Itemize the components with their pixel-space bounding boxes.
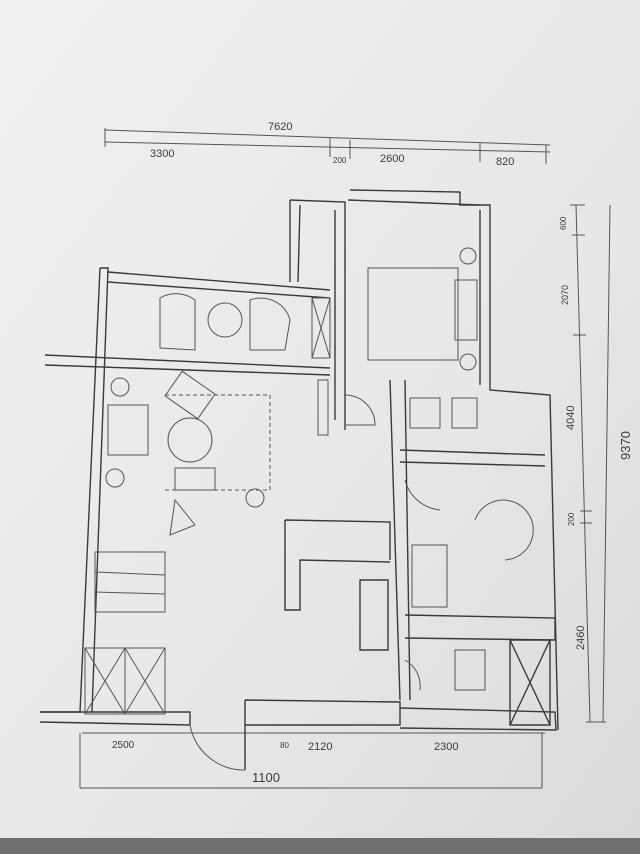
lamp xyxy=(110,377,130,397)
washing-machine xyxy=(409,397,441,429)
furniture xyxy=(84,247,534,771)
top-dimension-line xyxy=(104,128,551,164)
dim-right-3: 4040 xyxy=(565,406,577,430)
dim-right-1: 600 xyxy=(559,216,568,230)
dim-top-4: 820 xyxy=(496,156,514,168)
right-dimension-line xyxy=(570,204,611,723)
shower xyxy=(474,499,534,561)
speaker-left xyxy=(169,498,196,536)
bed xyxy=(367,267,459,361)
nightstand-lamp-bottom xyxy=(459,353,477,371)
round-table xyxy=(207,302,243,338)
dim-bottom-1: 2500 xyxy=(112,740,135,751)
lounge-chair xyxy=(164,370,216,420)
dim-bottom-2: 80 xyxy=(280,741,289,750)
dim-bottom-overall: 1100 xyxy=(252,770,280,785)
shelf xyxy=(311,297,331,359)
dim-right-4: 200 xyxy=(567,512,576,526)
nightstand-lamp-top xyxy=(459,247,477,265)
dim-top-2: 200 xyxy=(333,156,347,165)
dim-right-overall: 9370 xyxy=(618,431,633,460)
dim-top-1: 3300 xyxy=(150,148,174,160)
dim-right-2: 2070 xyxy=(560,285,570,305)
bottom-dimension-line xyxy=(79,732,545,789)
dim-right-5: 2460 xyxy=(575,626,587,650)
tv xyxy=(317,379,329,436)
chair-left xyxy=(159,293,196,351)
dim-top-3: 2600 xyxy=(380,153,404,165)
walls xyxy=(39,189,559,770)
toilet xyxy=(454,649,486,691)
bathtub xyxy=(411,544,448,608)
dining-table xyxy=(94,551,166,613)
coffee-table xyxy=(167,417,213,463)
dim-bottom-3: 2120 xyxy=(308,741,332,753)
door-swing xyxy=(344,394,376,426)
armchair xyxy=(107,404,149,456)
entrance-door xyxy=(189,724,246,771)
dim-top-overall: 7620 xyxy=(268,121,292,133)
table-edge xyxy=(0,838,640,854)
dim-bottom-4: 2300 xyxy=(434,741,458,753)
chair-right xyxy=(249,297,291,351)
